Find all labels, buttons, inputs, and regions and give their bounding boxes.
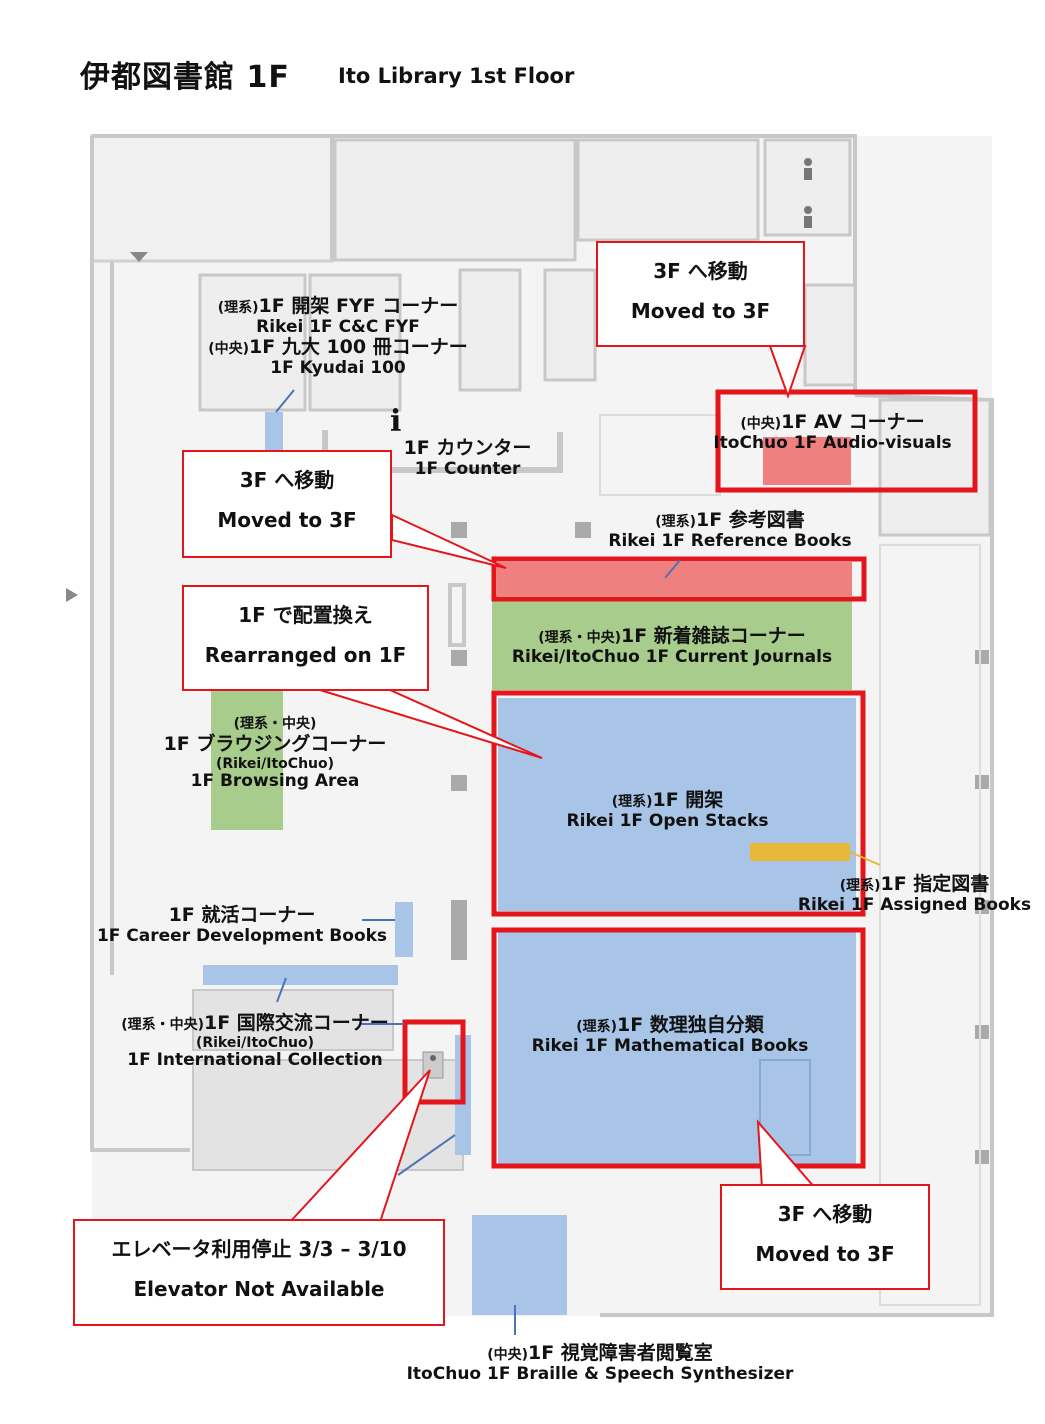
label-assigned: (理系)1F 指定図書 Rikei 1F Assigned Books <box>797 873 1032 915</box>
leader-lines <box>275 389 681 1335</box>
area-career-shelf <box>395 902 413 957</box>
area-math <box>498 932 856 1164</box>
assigned-leader <box>849 851 881 866</box>
label-browsing: (理系・中央) 1F ブラウジングコーナー (Rikei/ItoChuo) 1F… <box>163 716 387 791</box>
red-outlines <box>402 389 978 1169</box>
label-open-stacks: (理系)1F 開架 Rikei 1F Open Stacks <box>566 789 769 831</box>
columns <box>451 522 989 1164</box>
area-assigned <box>750 843 850 861</box>
outer-walls <box>90 134 994 1317</box>
area-browsing <box>211 690 283 830</box>
label-fyf: (理系)1F 開架 FYF コーナー Rikei 1F C&C FYF (中央)… <box>208 295 468 379</box>
area-open-stacks <box>498 698 856 911</box>
area-career <box>203 965 398 985</box>
label-reference: (理系)1F 参考図書 Rikei 1F Reference Books <box>608 509 852 551</box>
label-math: (理系)1F 数理独自分類 Rikei 1F Mathematical Book… <box>531 1014 809 1056</box>
page-title: 伊都図書館 1F <box>80 60 290 95</box>
label-career: 1F 就活コーナー 1F Career Development Books <box>96 904 388 946</box>
page-subtitle: Ito Library 1st Floor <box>338 64 575 88</box>
area-av <box>763 437 851 485</box>
counter-pillar <box>448 583 466 647</box>
info-icon: i <box>390 404 402 439</box>
label-braille: (中央)1F 視覚障害者閲覧室 ItoChuo 1F Braille & Spe… <box>406 1342 794 1384</box>
left-shelves <box>192 989 464 1171</box>
label-counter: 1F カウンター 1F Counter <box>403 437 532 479</box>
callout-pointers <box>287 345 818 1223</box>
label-international: (理系・中央)1F 国際交流コーナー (Rikei/ItoChuo) 1F In… <box>121 1012 389 1070</box>
floor-upper-left <box>90 134 334 263</box>
area-journals <box>492 598 852 690</box>
label-journals: (理系・中央)1F 新着雑誌コーナー Rikei/ItoChuo 1F Curr… <box>511 625 833 667</box>
label-av: (中央)1F AV コーナー ItoChuo 1F Audio-visuals <box>713 411 952 453</box>
area-braille <box>472 1215 567 1315</box>
entrance-arrow-icon <box>130 252 148 262</box>
area-fyf-marker <box>265 412 283 452</box>
entrance-arrow-icon <box>66 588 78 602</box>
